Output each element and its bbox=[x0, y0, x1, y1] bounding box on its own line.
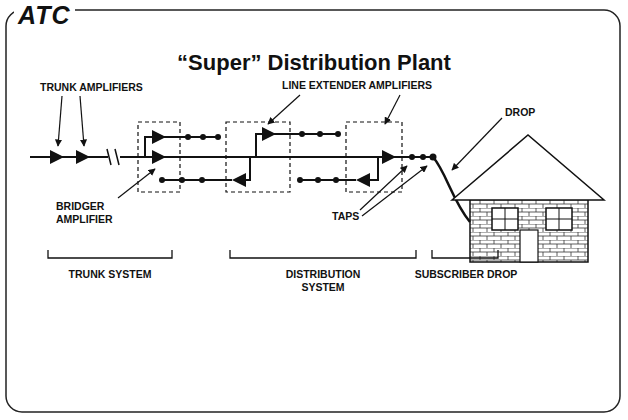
section-label: DISTRIBUTION SYSTEM bbox=[268, 268, 378, 293]
amplifier-symbols bbox=[50, 127, 396, 187]
callout-label: DROP bbox=[505, 106, 535, 119]
house bbox=[452, 135, 604, 262]
callout-label: LINE EXTENDER AMPLIFIERS bbox=[282, 79, 432, 92]
leader-lines bbox=[58, 95, 502, 216]
section-label: SUBSCRIBER DROP bbox=[406, 268, 526, 281]
tap-dots bbox=[159, 131, 437, 183]
dashed-amplifier-housings bbox=[138, 122, 402, 192]
section-brackets bbox=[48, 250, 498, 258]
logo-text: ATC bbox=[14, 0, 75, 30]
callout-label: TRUNK AMPLIFIERS bbox=[40, 81, 143, 94]
callout-label: TAPS bbox=[332, 210, 359, 223]
section-label: TRUNK SYSTEM bbox=[45, 268, 175, 281]
slide-title: “Super” Distribution Plant bbox=[0, 50, 628, 76]
callout-label: BRIDGER AMPLIFIER bbox=[56, 200, 136, 225]
